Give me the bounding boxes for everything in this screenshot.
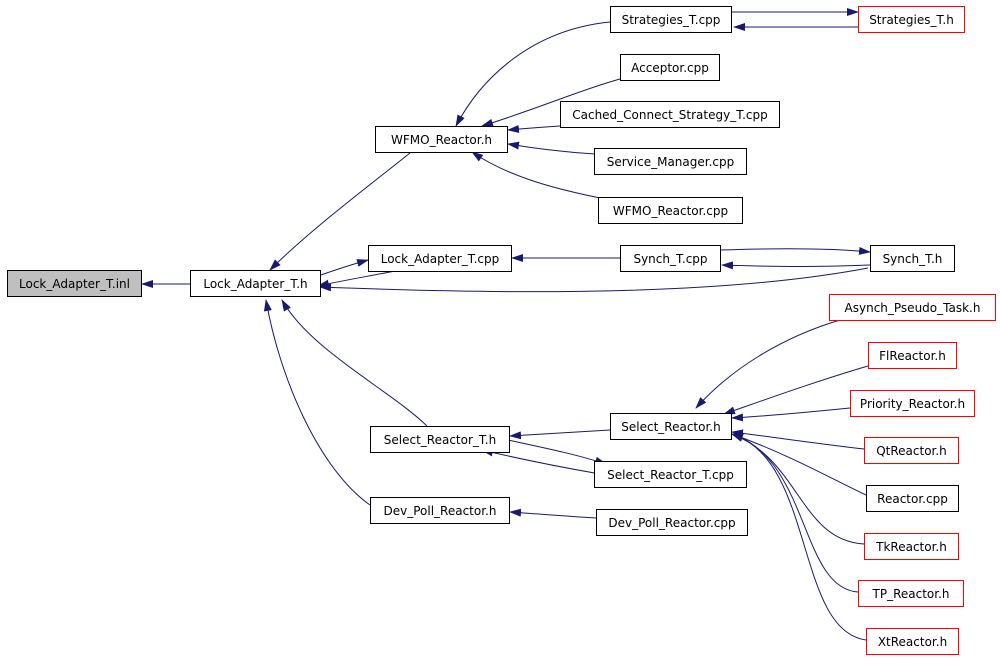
node-asynch-pseudo-task-h[interactable]: Asynch_Pseudo_Task.h — [829, 294, 996, 321]
node-dev-poll-reactor-cpp[interactable]: Dev_Poll_Reactor.cpp — [596, 509, 748, 536]
node-priority-reactor-h[interactable]: Priority_Reactor.h — [850, 390, 975, 417]
edge-select-reactor-t-cpp-to-select-reactor-t-h — [481, 448, 601, 475]
node-flreactor-h[interactable]: FlReactor.h — [868, 342, 957, 369]
node-wfmo-reactor-h[interactable]: WFMO_Reactor.h — [375, 126, 508, 153]
node-wfmo-reactor-cpp[interactable]: WFMO_Reactor.cpp — [598, 197, 743, 224]
node-cached-connect-strategy-t-cpp[interactable]: Cached_Connect_Strategy_T.cpp — [560, 101, 780, 128]
node-select-reactor-t-h[interactable]: Select_Reactor_T.h — [370, 426, 510, 453]
node-tp-reactor-h[interactable]: TP_Reactor.h — [858, 580, 964, 607]
node-dev-poll-reactor-h[interactable]: Dev_Poll_Reactor.h — [370, 497, 510, 524]
edge-select-reactor-t-h-to-lock-adapter-h — [281, 299, 428, 427]
node-strategies-t-cpp[interactable]: Strategies_T.cpp — [610, 6, 732, 33]
edge-priority-reactor-to-select-reactor-h — [731, 407, 851, 422]
edge-synch-t-cpp-to-synch-t-h — [719, 246, 871, 255]
edge-strategies-cpp-to-wfmo-reactor-h — [455, 21, 611, 127]
edge-qtreactor-to-select-reactor-h — [731, 429, 865, 450]
edge-synch-t-h-to-lock-adapter-h — [319, 267, 869, 293]
node-acceptor-cpp[interactable]: Acceptor.cpp — [620, 54, 720, 81]
edge-dev-poll-reactor-cpp-to-dev-poll-reactor-h — [509, 508, 597, 519]
node-qtreactor-h[interactable]: QtReactor.h — [864, 437, 959, 464]
node-lock-adapter-t-h[interactable]: Lock_Adapter_T.h — [190, 270, 321, 297]
edge-select-reactor-h-to-select-reactor-t-h — [509, 429, 611, 440]
node-select-reactor-h[interactable]: Select_Reactor.h — [610, 413, 732, 440]
edge-acceptor-cpp-to-wfmo-reactor-h — [481, 78, 621, 127]
node-tkreactor-h[interactable]: TkReactor.h — [864, 533, 959, 560]
edge-cached-connect-to-wfmo-reactor-h — [507, 125, 561, 133]
edge-select-reactor-t-h-to-select-reactor-t-cpp — [507, 439, 607, 465]
node-lock-adapter-t-inl: Lock_Adapter_T.inl — [7, 270, 142, 297]
edge-xtreactor-to-select-reactor-h — [731, 433, 867, 641]
edge-service-manager-to-wfmo-reactor-h — [507, 141, 596, 155]
node-strategies-t-h[interactable]: Strategies_T.h — [858, 6, 965, 33]
node-synch-t-cpp[interactable]: Synch_T.cpp — [620, 245, 721, 272]
edge-reactor-cpp-to-select-reactor-h — [731, 433, 867, 496]
node-service-manager-cpp[interactable]: Service_Manager.cpp — [594, 148, 747, 175]
edge-wfmo-reactor-h-to-lock-adapter-h — [269, 152, 411, 271]
edge-tkreactor-to-select-reactor-h — [731, 433, 865, 545]
edge-dev-poll-reactor-h-to-lock-adapter-h — [263, 299, 371, 506]
edge-flreactor-to-select-reactor-h — [723, 365, 869, 415]
edge-lock-adapter-cpp-to-lock-adapter-h — [317, 270, 396, 288]
node-select-reactor-t-cpp[interactable]: Select_Reactor_T.cpp — [594, 461, 747, 488]
node-lock-adapter-t-cpp[interactable]: Lock_Adapter_T.cpp — [368, 245, 512, 272]
edge-synch-t-h-to-synch-t-cpp — [721, 261, 871, 270]
node-synch-t-h[interactable]: Synch_T.h — [870, 245, 955, 272]
edge-asynch-pseudo-task-to-select-reactor-h — [695, 319, 841, 409]
edge-wfmo-reactor-cpp-to-wfmo-reactor-h — [471, 151, 606, 200]
edge-tp-reactor-to-select-reactor-h — [731, 433, 859, 593]
edge-lock-adapter-h-to-lock-adapter-cpp — [317, 259, 369, 277]
node-xtreactor-h[interactable]: XtReactor.h — [866, 628, 959, 655]
node-reactor-cpp[interactable]: Reactor.cpp — [866, 485, 959, 512]
